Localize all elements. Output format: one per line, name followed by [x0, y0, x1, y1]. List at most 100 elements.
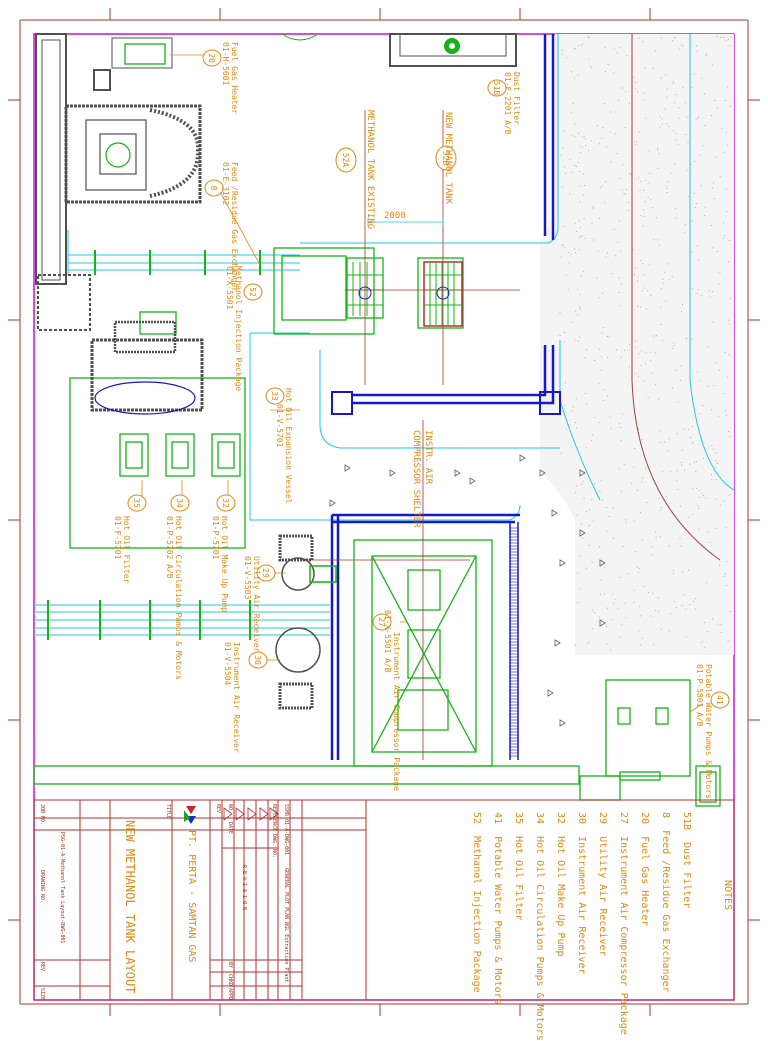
- centerlines: [300, 110, 520, 760]
- paving-speckle: [641, 350, 643, 352]
- paving-speckle: [562, 226, 564, 227]
- reference-dwg-caption: REFERENCE DWG. NO.: [271, 804, 277, 859]
- paving-speckle: [638, 353, 640, 355]
- paving-speckle: [673, 570, 675, 572]
- paving-speckle: [722, 36, 724, 38]
- paving-speckle: [604, 47, 606, 49]
- paving-speckle: [601, 137, 603, 139]
- paving-speckle: [648, 182, 650, 184]
- paving-speckle: [729, 436, 730, 438]
- paving-speckle: [703, 457, 704, 459]
- note-tag: 52: [471, 812, 482, 825]
- paving-speckle: [604, 566, 606, 568]
- paving-speckle: [676, 479, 678, 481]
- paving-speckle: [705, 53, 707, 55]
- paving-speckle: [712, 448, 714, 450]
- paving-speckle: [585, 145, 587, 147]
- paving-speckle: [642, 585, 644, 587]
- paving-speckle: [612, 507, 614, 509]
- revision-triangles: [223, 807, 279, 821]
- paving-speckle: [600, 619, 602, 620]
- note-text: Hot Oil Circulation Pumps & Motors: [534, 836, 545, 1041]
- paving-speckle: [655, 335, 657, 337]
- paving-speckle: [697, 288, 699, 290]
- paving-speckle: [705, 497, 707, 499]
- paving-speckle: [596, 277, 598, 279]
- paving-speckle: [682, 428, 684, 430]
- paving-speckle: [601, 356, 603, 358]
- paving-speckle: [695, 45, 697, 47]
- paving-speckle: [680, 44, 682, 46]
- paving-speckle: [649, 173, 651, 174]
- paving-speckle: [636, 566, 638, 568]
- paving-speckle: [578, 249, 580, 251]
- paving-speckle: [591, 628, 593, 629]
- paving-speckle: [563, 247, 565, 249]
- paving-speckle: [657, 168, 659, 169]
- paving-speckle: [589, 66, 591, 68]
- paving-speckle: [605, 623, 607, 625]
- paving-speckle: [599, 490, 601, 492]
- paving-speckle: [698, 490, 700, 492]
- company-logo: [184, 806, 196, 824]
- paving-speckle: [727, 431, 729, 432]
- job-no-caption: JOB NO.: [39, 804, 45, 826]
- paving-speckle: [729, 45, 731, 47]
- paving-speckle: [624, 602, 626, 604]
- note-item: 34 Hot Oil Circulation Pumps & Motors: [534, 812, 545, 1041]
- paving-speckle: [635, 267, 637, 269]
- paving-speckle: [560, 452, 562, 454]
- paving-speckle: [584, 357, 586, 359]
- paving-speckle: [680, 545, 682, 547]
- paving-speckle: [726, 131, 728, 133]
- paving-speckle: [609, 111, 611, 113]
- paving-speckle: [728, 319, 730, 321]
- paving-speckle: [578, 161, 580, 163]
- paving-speckle: [669, 471, 671, 473]
- paving-speckle: [640, 364, 642, 366]
- paving-speckle: [654, 609, 656, 611]
- paving-speckle: [613, 602, 615, 604]
- note-text: Fuel Gas Heater: [639, 836, 650, 927]
- paving-speckle: [703, 215, 705, 217]
- paving-speckle: [582, 537, 584, 539]
- paving-speckle: [635, 346, 637, 348]
- paving-speckle: [604, 202, 606, 204]
- paving-speckle: [647, 397, 649, 399]
- paving-speckle: [605, 256, 607, 258]
- note-text: Instrument Air Receiver: [576, 836, 587, 975]
- paving-speckle: [651, 546, 653, 548]
- paving-speckle: [602, 185, 604, 187]
- paving-speckle: [628, 343, 630, 345]
- paving-speckle: [693, 601, 695, 602]
- paving-speckle: [718, 564, 720, 566]
- paving-speckle: [711, 64, 713, 66]
- equipment-tag-hexagons: [127, 49, 730, 709]
- paving-speckle: [660, 306, 662, 308]
- paving-speckle: [717, 624, 719, 626]
- note-tag: 27: [618, 812, 629, 825]
- paving-speckle: [592, 207, 594, 209]
- paving-speckle: [661, 123, 663, 125]
- paving-speckle: [698, 380, 700, 382]
- paving-speckle: [582, 146, 584, 148]
- paving-triangle: [599, 559, 606, 567]
- paving-speckle: [704, 207, 706, 209]
- paving-speckle: [571, 134, 573, 136]
- paving-speckle: [576, 485, 578, 487]
- paving-speckle: [563, 130, 565, 132]
- paving-speckle: [580, 275, 582, 277]
- title-caption: TITLE: [165, 804, 171, 820]
- paving-speckle: [592, 206, 594, 208]
- paving-speckle: [618, 220, 620, 222]
- label-hot-oil-expansion: Hot Oil Expansion Vessel: [284, 388, 293, 504]
- paving-speckle: [716, 36, 718, 38]
- tag-52b: 52B: [441, 150, 451, 166]
- paving-speckle: [625, 521, 627, 523]
- paving-speckle: [580, 308, 582, 310]
- label-methanol-injection: Methanol Injection Package: [234, 266, 243, 392]
- paving-speckle: [622, 164, 624, 166]
- paving-speckle: [706, 346, 708, 348]
- paving-speckle: [726, 415, 727, 417]
- paving-speckle: [642, 262, 643, 264]
